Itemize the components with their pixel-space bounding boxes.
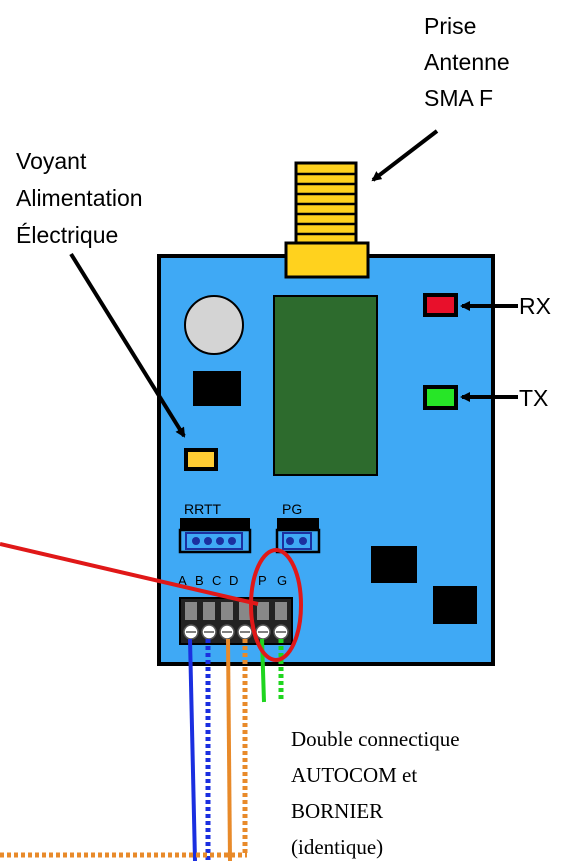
power-led-label-line-2: Alimentation (16, 185, 143, 211)
terminal-letter-g: G (277, 573, 287, 588)
rx-label: RX (519, 293, 551, 319)
power-led-label: Voyant Alimentation Électrique (16, 148, 149, 248)
power-led-label-line-3: Électrique (16, 222, 118, 248)
power-led-arrow (69, 252, 186, 438)
antenna-label: Prise Antenne SMA F (424, 13, 516, 111)
radio-module (273, 295, 378, 476)
terminal-letter-a: A (178, 573, 187, 588)
wire-c-orange (226, 638, 232, 861)
note-line-1: Double connectique (291, 727, 460, 751)
round-component (184, 295, 244, 355)
header-rrtt (178, 518, 252, 554)
terminal-letter-p: P (258, 573, 267, 588)
terminal-letter-b: B (195, 573, 204, 588)
antenna-label-line-2: Antenne (424, 49, 510, 75)
tx-label: TX (519, 385, 548, 411)
note-line-3: BORNIER (291, 799, 383, 823)
header-pg-label: PG (282, 501, 302, 517)
note-line-2: AUTOCOM et (291, 763, 417, 787)
terminal-block (179, 597, 293, 645)
header-rrtt-label: RRTT (184, 501, 222, 517)
power-led-label-line-1: Voyant (16, 148, 87, 174)
antenna-label-line-3: SMA F (424, 85, 493, 111)
header-pg (275, 518, 321, 554)
tx-led (423, 385, 458, 410)
chip-small (193, 371, 241, 406)
highlight-circle (249, 548, 303, 662)
note-line-4: (identique) (291, 835, 383, 859)
wire-a-blue (188, 638, 197, 861)
chip-right-2 (433, 586, 477, 624)
power-led (184, 448, 218, 471)
terminal-letter-c: C (212, 573, 221, 588)
highlight-line (0, 542, 259, 606)
rx-led (423, 293, 458, 317)
antenna-arrow (371, 129, 439, 182)
chip-right-1 (371, 546, 417, 583)
note-label: Double connectique AUTOCOM et BORNIER (i… (291, 727, 465, 859)
antenna-label-line-1: Prise (424, 13, 476, 39)
antenna-connector (284, 161, 370, 279)
terminal-letter-d: D (229, 573, 238, 588)
